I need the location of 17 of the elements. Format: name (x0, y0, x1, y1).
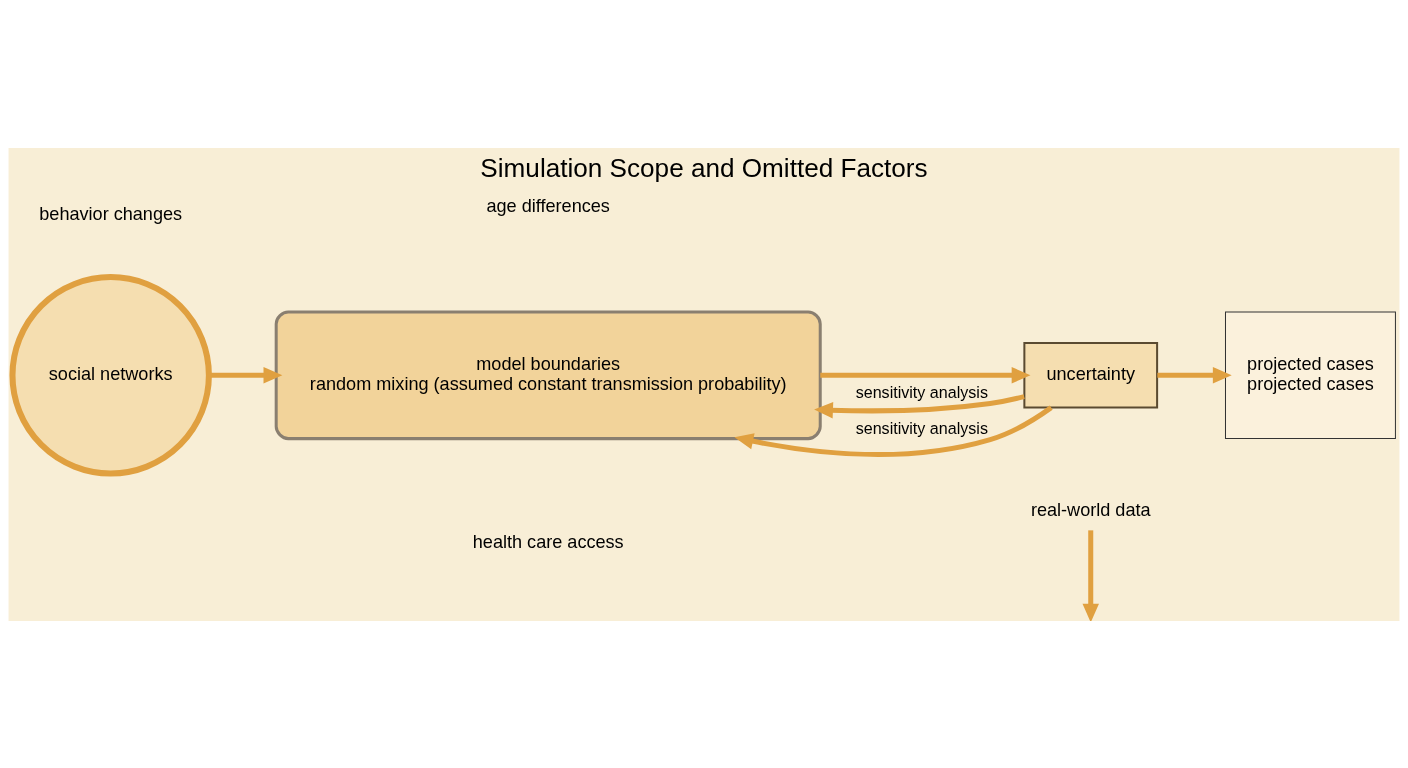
arrow (820, 366, 1031, 383)
arrow (208, 366, 283, 383)
diagram-title: Simulation Scope and Omitted Factors (480, 152, 928, 183)
node-box: uncertainty (1023, 341, 1159, 408)
node-text: behavior changes (39, 203, 183, 224)
edge-label: sensitivity analysis (855, 418, 988, 437)
node-box: model boundaries random mixing (assumed constant transmission probability) (274, 309, 822, 440)
arrow (1157, 366, 1232, 383)
node-circle: social networks (9, 273, 212, 476)
arrow (734, 405, 1053, 457)
node-text: real-world data (1030, 499, 1151, 520)
edge-label: sensitivity analysis (855, 382, 988, 401)
node-text: age differences (486, 195, 610, 216)
arrow (814, 393, 1025, 418)
node-text: health care access (472, 531, 624, 552)
arrow (1082, 529, 1099, 621)
node-box: projected cases projected cases (1225, 310, 1396, 439)
